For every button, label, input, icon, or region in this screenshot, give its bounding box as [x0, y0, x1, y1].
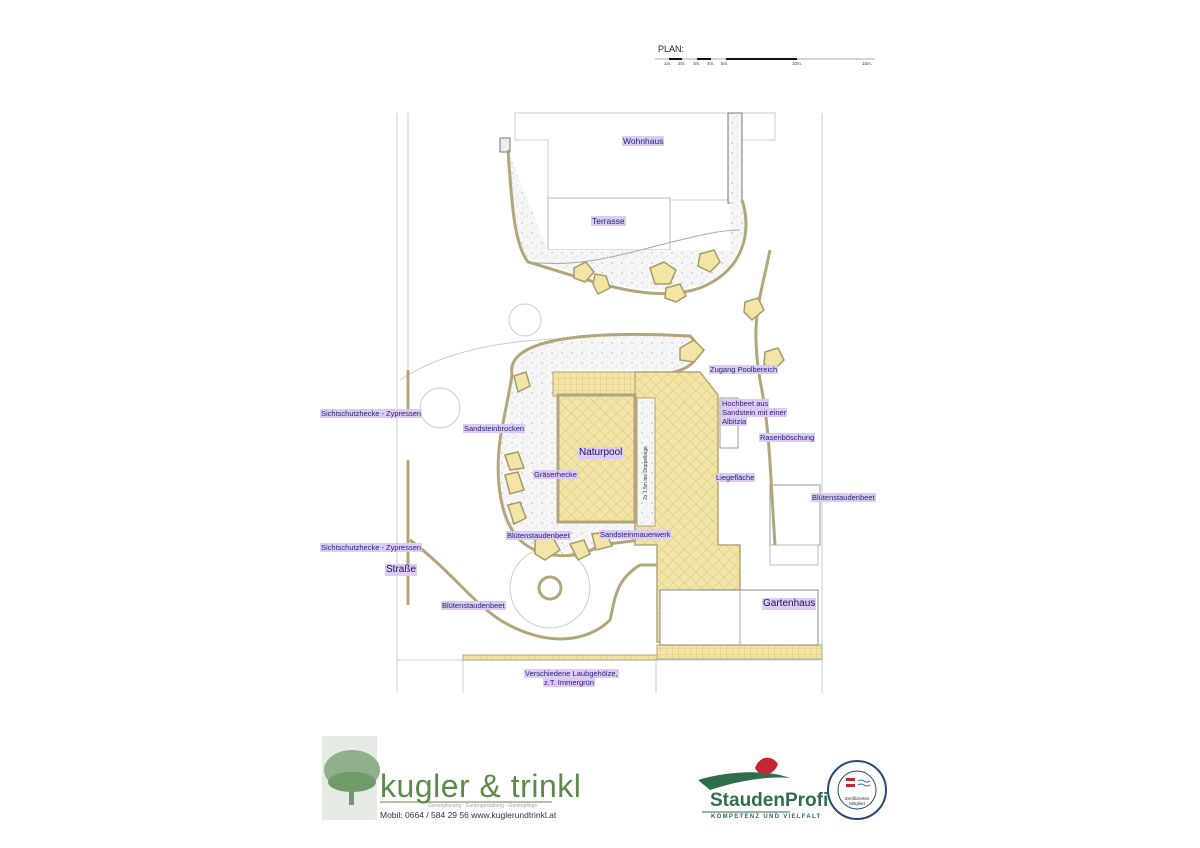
label-rasenboeschung: Rasenböschung [759, 433, 816, 442]
sandstein-boulders [504, 249, 785, 562]
label-sichtschutz-top: Sichtschutzhecke - Zypressen [320, 409, 423, 418]
scale-tick: 4m. [707, 61, 715, 66]
scale-tick: 15m. [862, 61, 873, 66]
label-doppelliege: 2x 1,5m bei Doppelliege [643, 446, 649, 500]
bed-edges [406, 249, 777, 641]
label-gartenhaus: Gartenhaus [762, 598, 817, 610]
scale-title: PLAN: [658, 44, 685, 54]
label-terrasse: Terrasse [591, 216, 626, 226]
label-sandsteinmauerwerk: Sandsteinmauerwerk [599, 530, 672, 539]
label-sandsteinbrocken: Sandsteinbrocken [463, 424, 526, 433]
wohnhaus-building [499, 112, 776, 251]
scale-tick: 10m. [792, 61, 803, 66]
label-naturpool: Naturpool [578, 447, 624, 459]
label-laubgehoelze-2: z.T. Immergrün [543, 678, 596, 687]
kugler-trinkl-contact: Mobil: 0664 / 584 29 56 www.kuglerundtri… [380, 810, 557, 820]
label-laubgehoelze-1: Verschiedene Laubgehölze, [524, 669, 619, 678]
property-lines [396, 113, 823, 693]
hedge-bottom-right [656, 644, 823, 660]
kugler-trinkl-tagline: Gartenplanung - Gartengestaltung - Garte… [428, 803, 538, 809]
label-hochbeet-3: Albitzia [721, 417, 748, 426]
label-zugang: Zugang Poolbereich [709, 365, 779, 374]
staudenprofi-name: StaudenProfi [710, 790, 829, 811]
label-hochbeet-1: Hochbeet aus [721, 399, 770, 408]
scale-tick: 2m. [678, 61, 686, 66]
scale-tick: 1m. [664, 61, 672, 66]
label-liegeflaeche: Liegefläche [715, 473, 756, 482]
kugler-trinkl-name: kugler & trinkl [380, 768, 582, 804]
label-wohnhaus: Wohnhaus [622, 136, 665, 146]
label-bluetenstaudenbeet-right: Blütenstaudenbeet [811, 493, 876, 502]
wall-hatched [727, 112, 743, 204]
scale-tick: 3m. [693, 61, 701, 66]
seal-center-text: Zertifiziertes Mitglied [844, 796, 870, 806]
label-hochbeet-2: Sandstein mit einer [721, 408, 788, 417]
verband-seal-logo [827, 760, 887, 820]
label-graeserhecke: Gräserhecke [533, 470, 578, 479]
kugler-trinkl-tree-logo [322, 736, 552, 820]
label-bluetenstaudenbeet-bottom: Blütenstaudenbeet [441, 601, 506, 610]
label-bluetenstaudenbeet-pool: Blütenstaudenbeet [506, 531, 571, 540]
scale-tick: 5m. [721, 61, 729, 66]
staudenprofi-tagline: KOMPETENZ UND VIELFALT [711, 814, 822, 820]
label-sichtschutz-bottom: Sichtschutzhecke - Zypressen [320, 543, 423, 552]
staudenprofi-flower-logo [698, 757, 790, 813]
label-strasse: Straße [385, 564, 418, 576]
